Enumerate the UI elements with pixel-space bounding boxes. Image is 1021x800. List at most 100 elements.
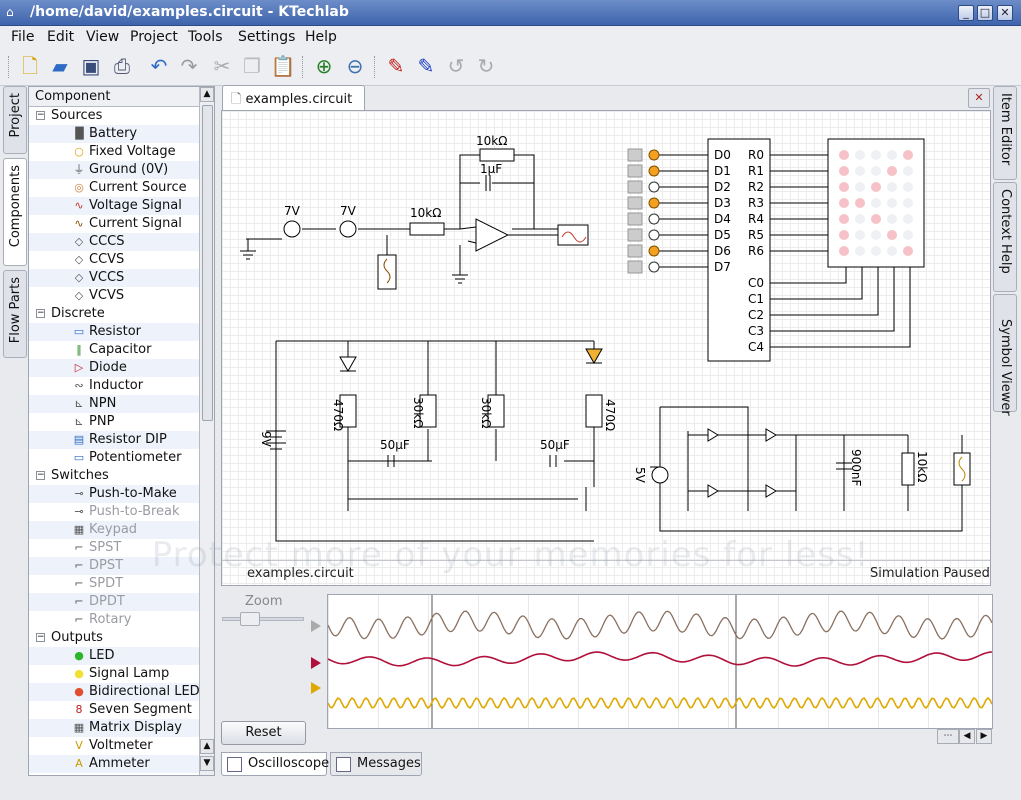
menu-view[interactable]: View bbox=[86, 29, 120, 45]
tree-item-rotary[interactable]: ⌐Rotary bbox=[29, 611, 199, 629]
paste-icon[interactable]: 📋 bbox=[270, 54, 296, 78]
tab-messages[interactable]: Messages bbox=[330, 752, 422, 776]
menu-tools[interactable]: Tools bbox=[188, 29, 223, 45]
tree-item-push-to-break[interactable]: ⊸Push-to-Break bbox=[29, 503, 199, 521]
tree-item-current-source[interactable]: ◎Current Source bbox=[29, 179, 199, 197]
circuit-canvas[interactable]: 7V 7V 10kΩ 10kΩ 1μF 470Ω 30kΩ 30kΩ 470Ω … bbox=[221, 110, 991, 586]
scroll-up-icon[interactable]: ▲ bbox=[200, 739, 214, 754]
tab-item-editor[interactable]: Item Editor bbox=[993, 86, 1017, 180]
tree-item-current-signal[interactable]: ∿Current Signal bbox=[29, 215, 199, 233]
scroll-right-icon[interactable]: ▶ bbox=[976, 729, 992, 744]
probe-marker[interactable] bbox=[311, 657, 321, 669]
scroll-up-icon[interactable]: ▲ bbox=[200, 87, 214, 102]
probe-marker[interactable] bbox=[311, 682, 321, 694]
scroll-thumb[interactable]: ⋯ bbox=[937, 729, 959, 744]
menu-project[interactable]: Project bbox=[130, 29, 178, 45]
tree-item-led[interactable]: ●LED bbox=[29, 647, 199, 665]
tree-item-pnp[interactable]: ⊾PNP bbox=[29, 413, 199, 431]
scroll-thumb[interactable] bbox=[202, 105, 213, 421]
menu-edit[interactable]: Edit bbox=[47, 29, 75, 45]
tree-item-inductor[interactable]: ∾Inductor bbox=[29, 377, 199, 395]
tree-item-potentiometer[interactable]: ▭Potentiometer bbox=[29, 449, 199, 467]
probe-marker[interactable] bbox=[311, 620, 321, 632]
pen-blue-icon[interactable]: ✎ bbox=[417, 54, 435, 78]
scroll-left-icon[interactable]: ◀ bbox=[959, 729, 975, 744]
tree-item-resistor[interactable]: ▭Resistor bbox=[29, 323, 199, 341]
tab-flow-parts[interactable]: Flow Parts bbox=[3, 270, 27, 358]
tab-project[interactable]: Project bbox=[3, 86, 27, 154]
diode-icon: ▷ bbox=[74, 361, 84, 374]
cut-icon[interactable]: ✂ bbox=[213, 54, 231, 78]
rotary-icon: ⌐ bbox=[74, 613, 84, 626]
close-document-icon[interactable]: ✕ bbox=[968, 88, 990, 108]
tree-item-vcvs[interactable]: ◇VCVS bbox=[29, 287, 199, 305]
collapse-icon[interactable]: − bbox=[36, 632, 45, 642]
tree-item-fixed-voltage[interactable]: ○Fixed Voltage bbox=[29, 143, 199, 161]
tab-oscilloscope[interactable]: Oscilloscope bbox=[221, 752, 329, 776]
zoom-in-icon[interactable]: ⊕ bbox=[315, 54, 333, 78]
zoom-slider-handle[interactable] bbox=[240, 612, 260, 626]
tree-item-resistor-dip[interactable]: ▤Resistor DIP bbox=[29, 431, 199, 449]
tree-category-sources[interactable]: −Sources bbox=[29, 107, 199, 125]
component-scrollbar[interactable]: ▲ ▲ ▼ bbox=[199, 87, 214, 775]
rotate-ccw-icon[interactable]: ↺ bbox=[447, 54, 465, 78]
tree-item-vccs[interactable]: ◇VCCS bbox=[29, 269, 199, 287]
scroll-down-icon[interactable]: ▼ bbox=[200, 756, 214, 771]
tree-item-bidirectional-led[interactable]: ●Bidirectional LED bbox=[29, 683, 199, 701]
oscilloscope-icon bbox=[227, 757, 242, 772]
tree-item-push-to-make[interactable]: ⊸Push-to-Make bbox=[29, 485, 199, 503]
copy-icon[interactable]: ❐ bbox=[243, 54, 261, 78]
menu-file[interactable]: File bbox=[11, 29, 35, 45]
tree-item-ccvs[interactable]: ◇CCVS bbox=[29, 251, 199, 269]
document-tab[interactable]: 🗋examples.circuit bbox=[222, 85, 365, 111]
tree-item-capacitor[interactable]: ‖Capacitor bbox=[29, 341, 199, 359]
minimize-button[interactable]: _ bbox=[958, 5, 974, 21]
tree-item-diode[interactable]: ▷Diode bbox=[29, 359, 199, 377]
label-r3: 30kΩ bbox=[479, 397, 493, 428]
tree-item-spst[interactable]: ⌐SPST bbox=[29, 539, 199, 557]
tree-category-outputs[interactable]: −Outputs bbox=[29, 629, 199, 647]
open-folder-icon[interactable]: ▰ bbox=[52, 54, 68, 78]
print-icon[interactable]: ⎙ bbox=[114, 54, 130, 78]
tree-item-matrix-display[interactable]: ▦Matrix Display bbox=[29, 719, 199, 737]
pen-red-icon[interactable]: ✎ bbox=[387, 54, 405, 78]
new-file-icon[interactable]: 🗋 bbox=[21, 54, 39, 78]
tree-category-switches[interactable]: −Switches bbox=[29, 467, 199, 485]
oscilloscope-scrollbar[interactable]: ⋯ ◀ ▶ bbox=[937, 729, 993, 744]
maximize-button[interactable]: □ bbox=[977, 5, 993, 21]
close-button[interactable]: ✕ bbox=[997, 5, 1013, 21]
tab-symbol-viewer[interactable]: Symbol Viewer bbox=[993, 294, 1017, 416]
redo-icon[interactable]: ↷ bbox=[180, 54, 198, 78]
oscilloscope-view[interactable] bbox=[327, 594, 993, 729]
zoom-slider[interactable] bbox=[222, 617, 304, 621]
mux-col-label: C1 bbox=[748, 292, 764, 306]
menu-help[interactable]: Help bbox=[305, 29, 337, 45]
tree-item-battery[interactable]: ▐▌Battery bbox=[29, 125, 199, 143]
rotate-cw-icon[interactable]: ↻ bbox=[477, 54, 495, 78]
reset-button[interactable]: Reset bbox=[221, 721, 306, 745]
tree-item-dpst[interactable]: ⌐DPST bbox=[29, 557, 199, 575]
collapse-icon[interactable]: − bbox=[36, 470, 45, 480]
collapse-icon[interactable]: − bbox=[36, 308, 45, 318]
circuit-drawing[interactable]: 7V 7V 10kΩ 10kΩ 1μF 470Ω 30kΩ 30kΩ 470Ω … bbox=[222, 111, 992, 563]
tab-context-help[interactable]: Context Help bbox=[993, 182, 1017, 292]
tree-item-keypad[interactable]: ▦Keypad bbox=[29, 521, 199, 539]
tree-category-discrete[interactable]: −Discrete bbox=[29, 305, 199, 323]
tree-item-cccs[interactable]: ◇CCCS bbox=[29, 233, 199, 251]
tree-item-ground-0v[interactable]: ⏚Ground (0V) bbox=[29, 161, 199, 179]
save-icon[interactable]: ▣ bbox=[81, 54, 101, 78]
zoom-out-icon[interactable]: ⊖ bbox=[346, 54, 364, 78]
app-icon[interactable]: ⌂ bbox=[6, 5, 14, 19]
tree-item-signal-lamp[interactable]: ●Signal Lamp bbox=[29, 665, 199, 683]
tree-item-dpdt[interactable]: ⌐DPDT bbox=[29, 593, 199, 611]
undo-icon[interactable]: ↶ bbox=[150, 54, 168, 78]
tree-item-npn[interactable]: ⊾NPN bbox=[29, 395, 199, 413]
tab-components[interactable]: Components bbox=[3, 158, 27, 266]
tree-item-spdt[interactable]: ⌐SPDT bbox=[29, 575, 199, 593]
collapse-icon[interactable]: − bbox=[36, 110, 45, 120]
tree-item-voltage-signal[interactable]: ∿Voltage Signal bbox=[29, 197, 199, 215]
menu-settings[interactable]: Settings bbox=[238, 29, 296, 45]
